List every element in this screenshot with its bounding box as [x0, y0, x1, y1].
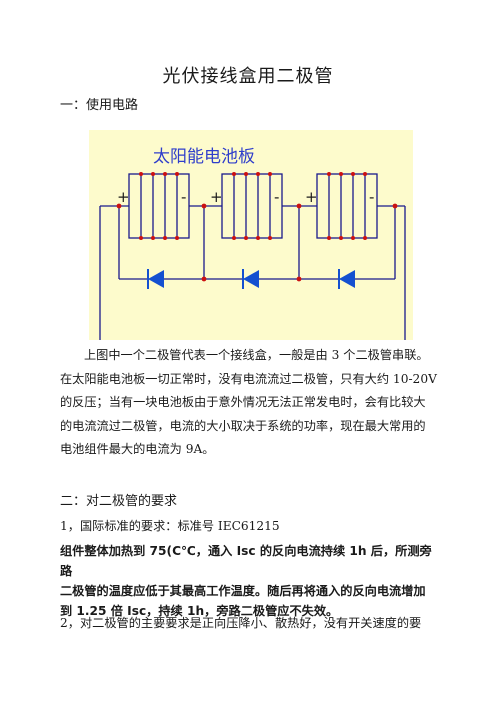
solar-cell-2	[221, 172, 283, 240]
bold-line-3: 到 1.25 倍 Isc，持续 1h，旁路二极管应不失效。	[60, 604, 339, 618]
bypass-diode-1	[147, 269, 164, 289]
bypass-diode-2	[242, 269, 259, 289]
para-line-5: 电池组件最大的电流为 9A。	[60, 442, 215, 457]
section-heading-circuit: 一：使用电路	[60, 98, 139, 113]
requirement-item-1: 1，国际标准的要求：标准号 IEC61215	[60, 519, 280, 533]
bypass-diode-3	[338, 269, 355, 289]
minus-sign-1: -	[181, 188, 186, 206]
minus-sign-3: -	[369, 188, 374, 206]
circuit-description: 上图中一个二极管代表一个接线盒，一般是由 3 个二极管串联。 在太阳能电池板一切…	[60, 344, 440, 462]
bold-line-2: 二极管的温度应低于其最高工作温度。随后再将通入的反向电流增加	[60, 584, 426, 598]
solar-cell-3	[316, 172, 378, 240]
para-line-2: 在太阳能电池板一切正常时，没有电流流过二极管，只有大约 10-20V	[60, 371, 437, 386]
requirement-item-2: 2，对二极管的主要要求是正向压降小、散热好，没有开关速度的要	[60, 616, 422, 630]
bold-line-1: 组件整体加热到 75(C℃，通入 Isc 的反向电流持续 1h 后，所测旁路	[60, 544, 432, 578]
circuit-diagram: 太阳能电池板	[89, 130, 413, 340]
plus-sign-1: +	[117, 188, 130, 206]
para-line-3: 的反压；当有一块电池板由于意外情况无法正常发电时，会有比较大	[60, 395, 426, 410]
circuit-svg: 太阳能电池板	[89, 130, 413, 340]
minus-sign-2: -	[274, 188, 279, 206]
document-title: 光伏接线盒用二极管	[162, 66, 334, 87]
iec-requirement-text: 组件整体加热到 75(C℃，通入 Isc 的反向电流持续 1h 后，所测旁路 二…	[60, 541, 440, 621]
para-line-1: 上图中一个二极管代表一个接线盒，一般是由 3 个二极管串联。	[84, 348, 429, 362]
plus-sign-3: +	[305, 188, 318, 206]
plus-sign-2: +	[210, 188, 223, 206]
polarity-marks: + - + - + -	[117, 188, 374, 206]
panel-label: 太阳能电池板	[153, 147, 255, 167]
junction-nodes	[116, 203, 398, 282]
solar-cell-1	[128, 172, 190, 240]
section-heading-requirements: 二：对二极管的要求	[60, 494, 178, 509]
para-line-4: 的电流流过二极管，电流的大小取决于系统的功率，现在最大常用的	[60, 418, 426, 433]
